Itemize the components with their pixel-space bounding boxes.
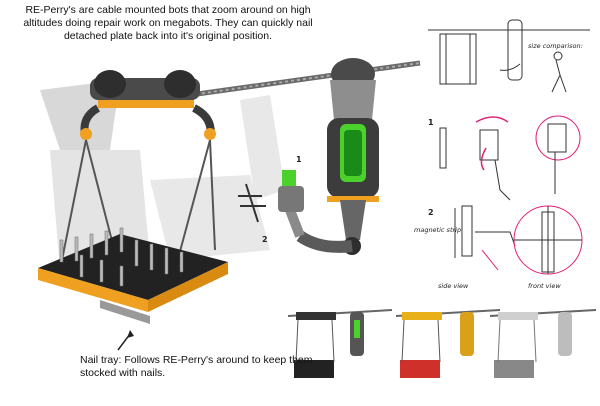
variant-yellow (395, 309, 501, 378)
variant-thumbnails (287, 309, 597, 378)
magnetic-strip-label: magnetic strip (414, 226, 462, 234)
step-1-number: 1 (428, 118, 434, 127)
step-2-number: 2 (428, 208, 434, 217)
rotation-arrows (475, 116, 509, 171)
size-comparison-sketch (428, 19, 590, 93)
size-comparison-label: size comparison: (528, 42, 583, 50)
robot-bot (238, 58, 379, 255)
description-text: RE-Perry's are cable mounted bots that z… (23, 4, 313, 42)
tray-caption: Nail tray: Follows RE-Perry's around to … (80, 354, 313, 379)
side-view-label: side view (438, 282, 469, 290)
cable (189, 60, 421, 98)
callout-2: 2 (262, 235, 268, 244)
front-view-label: front view (528, 282, 561, 290)
variant-dark (287, 309, 393, 378)
step2-sketch (454, 205, 583, 275)
tray-carrier (59, 70, 216, 273)
callout-1: 1 (296, 155, 302, 164)
step1-sketch (439, 115, 581, 201)
variant-light (489, 309, 597, 378)
nail-tray (38, 227, 228, 324)
